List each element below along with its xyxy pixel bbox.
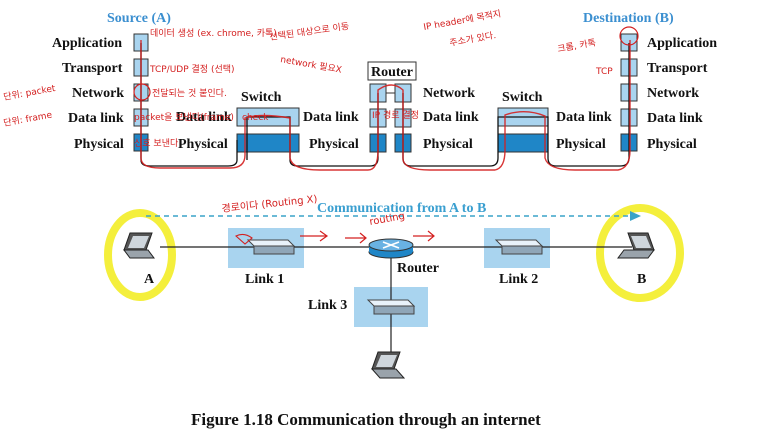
src-layer-datalink: Data link xyxy=(68,111,124,126)
laptop-b-icon xyxy=(617,232,655,259)
annot-dest-note2: TCP xyxy=(595,67,613,77)
switch-device-3 xyxy=(366,299,416,315)
laptop-c-icon xyxy=(370,351,406,379)
src-layer-transport: Transport xyxy=(62,61,123,76)
annot-check: check xyxy=(242,113,269,123)
annot-net-note: 전달되는 것 붙인다. xyxy=(152,87,227,99)
annot-router-note3: IP 경로 결정 xyxy=(372,109,419,121)
router-label: Router xyxy=(397,261,439,276)
source-stack xyxy=(133,33,149,152)
switch1-title: Switch xyxy=(241,90,282,105)
annot-packet-unit: 단위: packet xyxy=(3,83,57,103)
src-layer-network: Network xyxy=(72,86,124,101)
switch2-right-physical: Physical xyxy=(556,137,606,152)
annot-switch-note2: network 필요X xyxy=(279,53,342,76)
router-title: Router xyxy=(371,65,413,80)
annot-red-arrow3 xyxy=(345,232,367,244)
router-right-datalink: Data link xyxy=(423,110,479,125)
annot-ip-circle xyxy=(133,83,151,101)
annot-dl-note: packet을 보낸다(frame) xyxy=(134,112,234,123)
figure-caption: Figure 1.18 Communication through an int… xyxy=(191,410,541,429)
src-layer-physical: Physical xyxy=(74,137,124,152)
annot-router-note1: IP header에 목적지 xyxy=(422,7,502,32)
link2-label: Link 2 xyxy=(499,272,538,287)
dst-layer-application: Application xyxy=(647,36,717,51)
dst-layer-transport: Transport xyxy=(647,61,708,76)
dst-layer-network: Network xyxy=(647,86,699,101)
annot-dest-app-circle xyxy=(619,26,639,46)
node-a-label: A xyxy=(144,272,155,287)
annot-dest-note1: 크롬, 카톡 xyxy=(557,37,597,55)
laptop-a-icon xyxy=(123,232,155,259)
source-title: Source (A) xyxy=(107,11,171,26)
annot-red-arrow1 xyxy=(235,233,253,245)
router-title-box xyxy=(367,61,417,81)
annot-red-arrow2 xyxy=(300,230,329,242)
annot-phys-note: 신호 보낸다 xyxy=(134,138,179,149)
comm-label: Communication from A to B xyxy=(317,201,486,216)
router-right-network: Network xyxy=(423,86,475,101)
switch1-right-physical: Physical xyxy=(309,137,359,152)
link3-label: Link 3 xyxy=(308,298,347,313)
switch1-left-physical: Physical xyxy=(178,137,228,152)
router-icon xyxy=(368,238,414,259)
switch2-title: Switch xyxy=(502,90,543,105)
switch2-right-datalink: Data link xyxy=(556,110,612,125)
annot-router-note2: 주소가 있다. xyxy=(448,29,496,49)
src-layer-application: Application xyxy=(52,36,122,51)
dst-layer-physical: Physical xyxy=(647,137,697,152)
link1-label: Link 1 xyxy=(245,272,284,287)
annot-red-arrow4 xyxy=(413,230,435,242)
annot-frame-unit: 단위: frame xyxy=(3,110,54,129)
highlight-b xyxy=(596,204,684,302)
annot-app-note: 데이터 생성 (ex. chrome, 카톡) xyxy=(150,28,277,39)
switch-device-1 xyxy=(246,239,296,255)
destination-title: Destination (B) xyxy=(583,11,674,26)
highlight-a xyxy=(104,209,176,301)
switch-device-2 xyxy=(494,239,544,255)
annot-switch-note1: 선택된 대상으로 이동 xyxy=(269,20,350,43)
dst-layer-datalink: Data link xyxy=(647,111,703,126)
router-right-physical: Physical xyxy=(423,137,473,152)
annot-sw-note: 경로이다 (Routing X) xyxy=(221,192,318,215)
annot-tcp-note: TCP/UDP 결정 (선택) xyxy=(149,64,235,75)
node-b-label: B xyxy=(637,272,646,287)
switch1-left-datalink: Data link xyxy=(176,110,232,125)
comm-arrow-head xyxy=(630,211,641,221)
red-annotation-path xyxy=(140,40,631,171)
switch1-right-datalink: Data link xyxy=(303,110,359,125)
